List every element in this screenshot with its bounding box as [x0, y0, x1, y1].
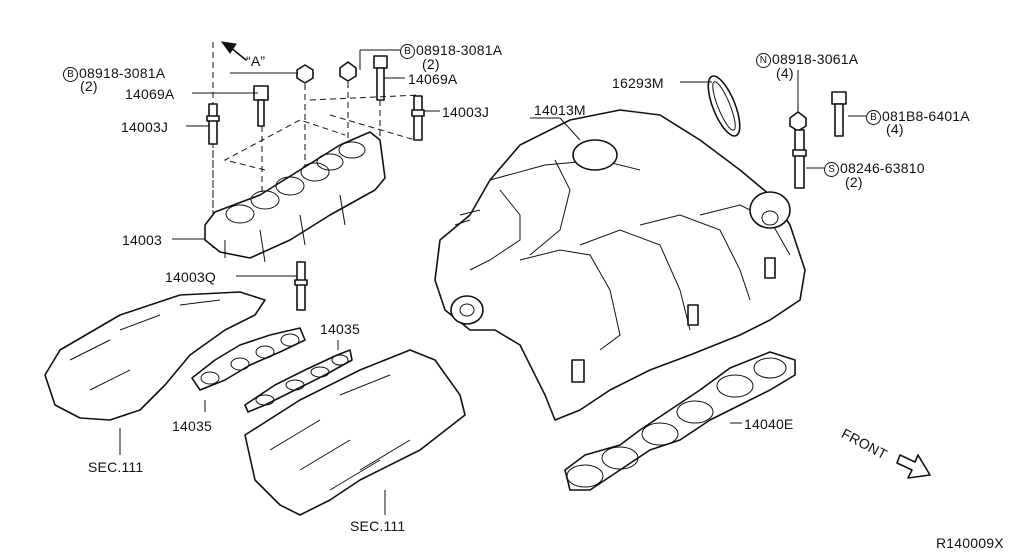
label-14003j-right: 14003J [442, 104, 490, 120]
alignment-lines [212, 82, 421, 220]
cylinder-head-right [244, 349, 466, 516]
badge-s: S [824, 162, 839, 177]
badge-b3: B [866, 110, 881, 125]
label-14035-top: 14035 [320, 321, 360, 337]
gasket-14035-left [191, 327, 306, 391]
label-sec111-right: SEC.111 [350, 518, 406, 534]
label-14003j-left: 14003J [121, 119, 169, 135]
intake-manifold-14013m [434, 109, 806, 421]
label-14003: 14003 [122, 232, 162, 248]
qty-b3: (4) [886, 121, 904, 137]
badge-n: N [756, 53, 771, 68]
gasket-14035-right [244, 349, 353, 413]
label-view-a: “A” [246, 53, 266, 69]
stud-14003q [294, 261, 308, 311]
part-b2: 08918-3081A [416, 42, 503, 58]
badge-b1: B [63, 67, 78, 82]
part-b1: 08918-3081A [79, 65, 166, 81]
qty-b2: (2) [422, 56, 440, 72]
qty-s: (2) [845, 174, 863, 190]
stud-14003j-left [206, 103, 220, 145]
stud-08246-63810 [792, 129, 807, 189]
leader-lines [119, 49, 866, 515]
nut-08918-3061a [789, 111, 807, 132]
stud-14003j-right [411, 95, 425, 141]
part-s: 08246-63810 [840, 160, 925, 176]
bolt-top-center [296, 55, 388, 101]
label-14069a-left: 14069A [125, 86, 175, 102]
gasket-16293m [707, 75, 741, 137]
cylinder-head-left [44, 291, 266, 421]
diagram-code: R140009X [936, 535, 1004, 551]
label-sec111-left: SEC.111 [88, 459, 144, 475]
bolt-14069a-left [253, 85, 269, 127]
label-16293m: 16293M [612, 75, 664, 91]
label-14035-bottom: 14035 [172, 418, 212, 434]
bolt-081b8-6401a [831, 91, 847, 137]
label-14069a-right: 14069A [408, 71, 458, 87]
part-n: 08918-3061A [772, 51, 859, 67]
collector-14003 [204, 131, 386, 263]
qty-n: (4) [776, 65, 794, 81]
label-14003q: 14003Q [165, 269, 217, 285]
qty-b1: (2) [80, 78, 98, 94]
gasket-14040e [564, 351, 796, 491]
label-14040e: 14040E [744, 416, 794, 432]
label-14013m: 14013M [534, 102, 586, 118]
badge-b2: B [400, 44, 415, 59]
part-b3: 081B8-6401A [882, 108, 970, 124]
front-arrow [896, 454, 931, 479]
